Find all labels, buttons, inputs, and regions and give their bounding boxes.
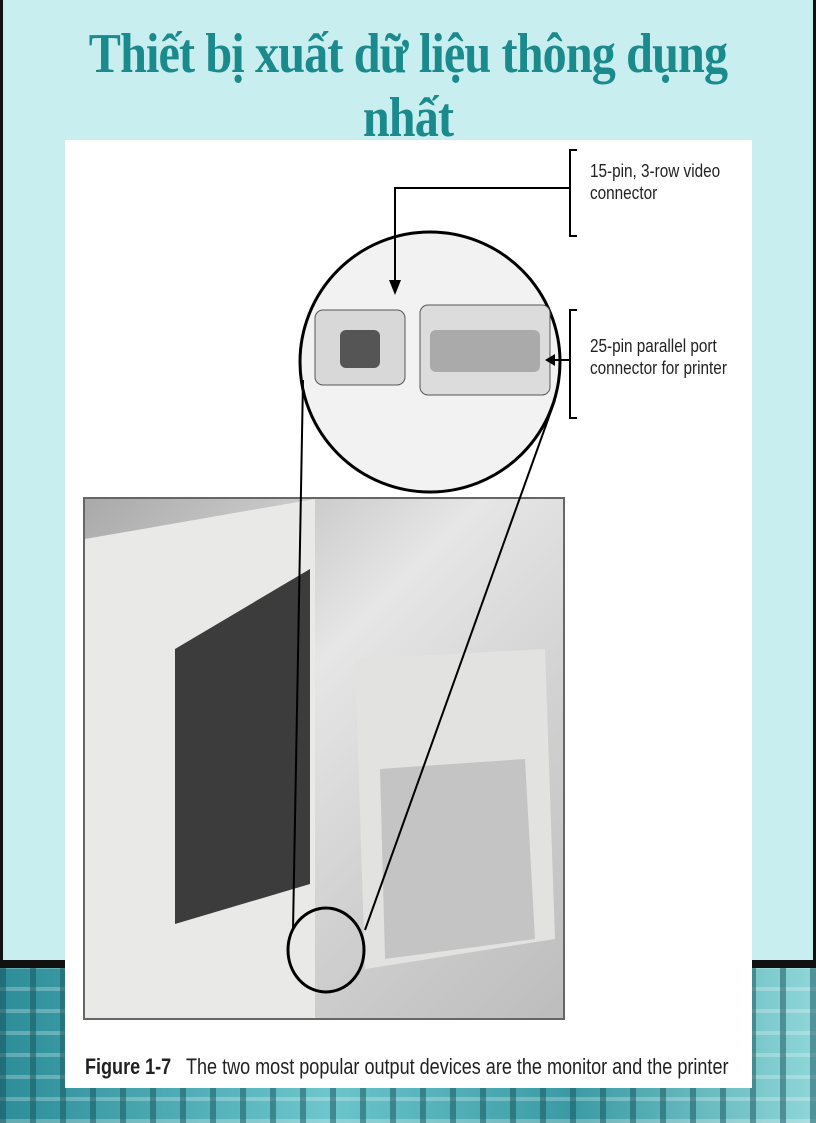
callout-video-connector: 15-pin, 3-row video connector — [590, 160, 720, 204]
callout-line: 15-pin, 3-row video — [590, 161, 721, 181]
printer-tray — [380, 759, 535, 959]
slide-title: Thiết bị xuất dữ liệu thông dụng nhất — [88, 23, 728, 149]
callout-line: 25-pin parallel port — [590, 336, 717, 356]
callout-lines — [286, 149, 577, 994]
monitor-screen — [175, 569, 310, 924]
callout-line: connector — [590, 183, 658, 203]
monitor-printer-photo — [83, 497, 565, 1020]
caption-text: The two most popular output devices are … — [185, 1054, 729, 1079]
callout-parallel-connector: 25-pin parallel port connector for print… — [590, 335, 727, 379]
small-circle — [286, 906, 366, 994]
figure-panel: 15-pin, 3-row video connector 25-pin par… — [65, 140, 752, 1088]
photo-illustration — [85, 499, 555, 1018]
figure-caption: Figure 1-7 The two most popular output de… — [85, 1054, 728, 1080]
callout-line: connector for printer — [590, 358, 727, 378]
caption-label: Figure 1-7 — [85, 1054, 172, 1079]
